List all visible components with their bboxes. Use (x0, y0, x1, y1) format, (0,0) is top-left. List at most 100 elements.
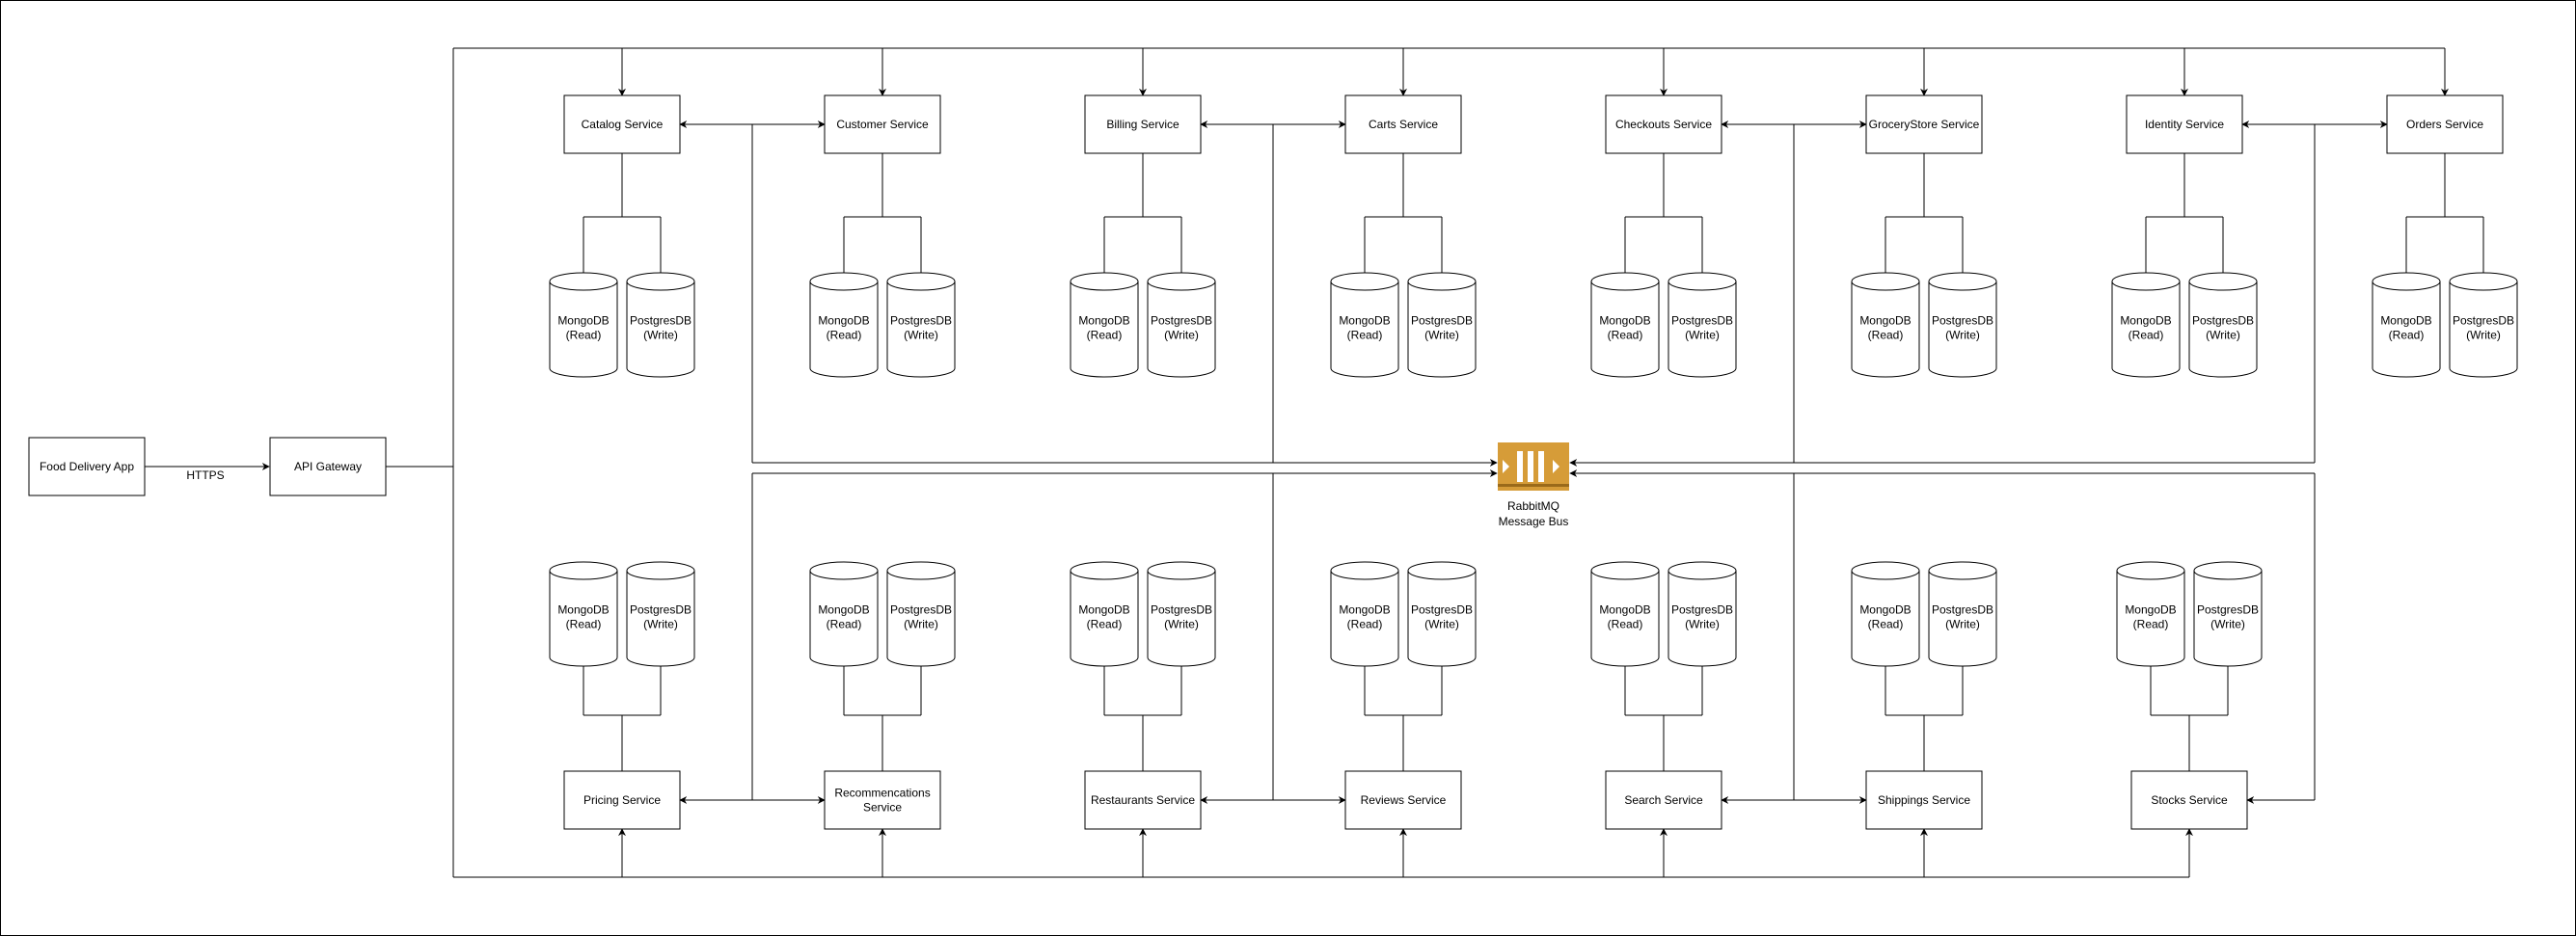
postgresdb-write-top-6-label-line1: PostgresDB (1932, 314, 1993, 328)
mongodb-read-bottom-6-label-line2: (Read) (1868, 618, 1904, 631)
service-billing-service[interactable]: Billing Service (1084, 94, 1202, 154)
service-carts-service-label: Carts Service (1369, 118, 1438, 131)
mongodb-read-bottom-2-label-line2: (Read) (827, 618, 862, 631)
mongodb-read-bottom-2[interactable]: MongoDB(Read) (809, 561, 879, 667)
mongodb-read-top-6[interactable]: MongoDB(Read) (1851, 272, 1920, 378)
postgresdb-write-top-2[interactable]: PostgresDB(Write) (886, 272, 956, 378)
postgresdb-write-top-1-label-line1: PostgresDB (630, 314, 691, 328)
mongodb-read-bottom-2-label-line1: MongoDB (818, 603, 869, 617)
rabbitmq-node[interactable]: RabbitMQ Message Bus (1498, 442, 1569, 528)
mongodb-read-bottom-7[interactable]: MongoDB(Read) (2116, 561, 2185, 667)
mongodb-read-top-1-label-line1: MongoDB (557, 314, 609, 328)
service-grocerystore-service[interactable]: GroceryStore Service (1865, 94, 1983, 154)
postgresdb-write-bottom-4-label-line2: (Write) (1424, 618, 1459, 631)
database-group: MongoDB(Read)PostgresDB(Write)MongoDB(Re… (549, 272, 2518, 667)
postgresdb-write-top-5[interactable]: PostgresDB(Write) (1668, 272, 1737, 378)
postgresdb-write-bottom-2-label-line2: (Write) (904, 618, 938, 631)
service-customer-service[interactable]: Customer Service (824, 94, 941, 154)
postgresdb-write-top-1[interactable]: PostgresDB(Write) (626, 272, 695, 378)
postgresdb-write-top-7-label-line1: PostgresDB (2192, 314, 2254, 328)
postgresdb-write-bottom-4[interactable]: PostgresDB(Write) (1407, 561, 1477, 667)
service-catalog-service[interactable]: Catalog Service (563, 94, 681, 154)
mongodb-read-top-3-label-line1: MongoDB (1078, 314, 1129, 328)
postgresdb-write-top-3-label-line2: (Write) (1164, 329, 1199, 342)
mongodb-read-top-2-label-line1: MongoDB (818, 314, 869, 328)
postgresdb-write-bottom-7[interactable]: PostgresDB(Write) (2193, 561, 2263, 667)
mongodb-read-top-6-label-line1: MongoDB (1859, 314, 1911, 328)
mongodb-read-top-2[interactable]: MongoDB(Read) (809, 272, 879, 378)
postgresdb-write-bottom-1[interactable]: PostgresDB(Write) (626, 561, 695, 667)
service-orders-service[interactable]: Orders Service (2386, 94, 2504, 154)
message-queue-icon (1498, 451, 1569, 487)
postgresdb-write-top-5-label-line2: (Write) (1685, 329, 1720, 342)
mongodb-read-bottom-7-label-line2: (Read) (2133, 618, 2169, 631)
mongodb-read-bottom-6-label-line1: MongoDB (1859, 603, 1911, 617)
mongodb-read-top-7[interactable]: MongoDB(Read) (2111, 272, 2181, 378)
mongodb-read-top-3[interactable]: MongoDB(Read) (1070, 272, 1139, 378)
postgresdb-write-top-8[interactable]: PostgresDB(Write) (2449, 272, 2518, 378)
postgresdb-write-top-1-label-line2: (Write) (643, 329, 678, 342)
postgresdb-write-bottom-3-label-line2: (Write) (1164, 618, 1199, 631)
postgresdb-write-bottom-7-label-line2: (Write) (2210, 618, 2245, 631)
mongodb-read-top-5[interactable]: MongoDB(Read) (1590, 272, 1660, 378)
postgresdb-write-bottom-3-label-line1: PostgresDB (1151, 603, 1212, 617)
postgresdb-write-top-7[interactable]: PostgresDB(Write) (2188, 272, 2258, 378)
top-services: Catalog Service Customer Service Billing S… (563, 94, 2504, 154)
postgresdb-write-bottom-3[interactable]: PostgresDB(Write) (1147, 561, 1216, 667)
service-stocks-service-label: Stocks Service (2151, 793, 2228, 807)
postgresdb-write-top-3[interactable]: PostgresDB(Write) (1147, 272, 1216, 378)
postgresdb-write-bottom-5[interactable]: PostgresDB(Write) (1668, 561, 1737, 667)
service-pricing-service[interactable]: Pricing Service (563, 770, 681, 830)
mongodb-read-bottom-6[interactable]: MongoDB(Read) (1851, 561, 1920, 667)
mongodb-read-bottom-4-label-line1: MongoDB (1339, 603, 1390, 617)
postgresdb-write-top-6[interactable]: PostgresDB(Write) (1928, 272, 1997, 378)
api-gateway-box[interactable]: API Gateway (269, 437, 387, 496)
service-stocks-service[interactable]: Stocks Service (2130, 770, 2248, 830)
mongodb-read-top-4[interactable]: MongoDB(Read) (1330, 272, 1399, 378)
service-checkouts-service-label: Checkouts Service (1615, 118, 1712, 131)
postgresdb-write-top-7-label-line2: (Write) (2206, 329, 2240, 342)
service-carts-service[interactable]: Carts Service (1344, 94, 1462, 154)
postgresdb-write-top-5-label-line1: PostgresDB (1671, 314, 1733, 328)
service-search-service[interactable]: Search Service (1605, 770, 1722, 830)
mongodb-read-top-4-label-line1: MongoDB (1339, 314, 1390, 328)
postgresdb-write-bottom-1-label-line1: PostgresDB (630, 603, 691, 617)
service-search-service-label: Search Service (1624, 793, 1703, 807)
mongodb-read-bottom-3-label-line2: (Read) (1087, 618, 1123, 631)
service-restaurants-service[interactable]: Restaurants Service (1084, 770, 1202, 830)
mongodb-read-top-1[interactable]: MongoDB(Read) (549, 272, 618, 378)
mongodb-read-bottom-1-label-line1: MongoDB (557, 603, 609, 617)
mongodb-read-bottom-4[interactable]: MongoDB(Read) (1330, 561, 1399, 667)
mongodb-read-bottom-3[interactable]: MongoDB(Read) (1070, 561, 1139, 667)
mongodb-read-bottom-5-label-line1: MongoDB (1599, 603, 1650, 617)
service-catalog-service-label: Catalog Service (582, 118, 664, 131)
mongodb-read-top-2-label-line2: (Read) (827, 329, 862, 342)
mongodb-read-bottom-1[interactable]: MongoDB(Read) (549, 561, 618, 667)
mongodb-read-bottom-5-label-line2: (Read) (1608, 618, 1643, 631)
connector-lines (386, 47, 2487, 878)
postgresdb-write-bottom-6-label-line1: PostgresDB (1932, 603, 1993, 617)
service-orders-service-label: Orders Service (2406, 118, 2483, 131)
mongodb-read-top-7-label-line1: MongoDB (2120, 314, 2171, 328)
mongodb-read-top-3-label-line2: (Read) (1087, 329, 1123, 342)
api-gateway-label: API Gateway (294, 460, 362, 473)
service-identity-service[interactable]: Identity Service (2126, 94, 2243, 154)
mongodb-read-top-6-label-line2: (Read) (1868, 329, 1904, 342)
service-grocerystore-service-label: GroceryStore Service (1869, 118, 1980, 131)
postgresdb-write-bottom-6-label-line2: (Write) (1945, 618, 1980, 631)
mongodb-read-bottom-5[interactable]: MongoDB(Read) (1590, 561, 1660, 667)
postgresdb-write-bottom-6[interactable]: PostgresDB(Write) (1928, 561, 1997, 667)
postgresdb-write-bottom-2[interactable]: PostgresDB(Write) (886, 561, 956, 667)
rabbitmq-label-line1: RabbitMQ (1507, 499, 1559, 513)
mongodb-read-bottom-1-label-line2: (Read) (566, 618, 602, 631)
postgresdb-write-top-4[interactable]: PostgresDB(Write) (1407, 272, 1477, 378)
mongodb-read-top-8[interactable]: MongoDB(Read) (2372, 272, 2441, 378)
service-reviews-service[interactable]: Reviews Service (1344, 770, 1462, 830)
service-checkouts-service[interactable]: Checkouts Service (1605, 94, 1722, 154)
food-delivery-app-box[interactable]: Food Delivery App (28, 437, 146, 496)
service-identity-service-label: Identity Service (2145, 118, 2224, 131)
service-reviews-service-label: Reviews Service (1361, 793, 1447, 807)
service-shippings-service[interactable]: Shippings Service (1865, 770, 1983, 830)
mongodb-read-top-8-label-line1: MongoDB (2380, 314, 2431, 328)
